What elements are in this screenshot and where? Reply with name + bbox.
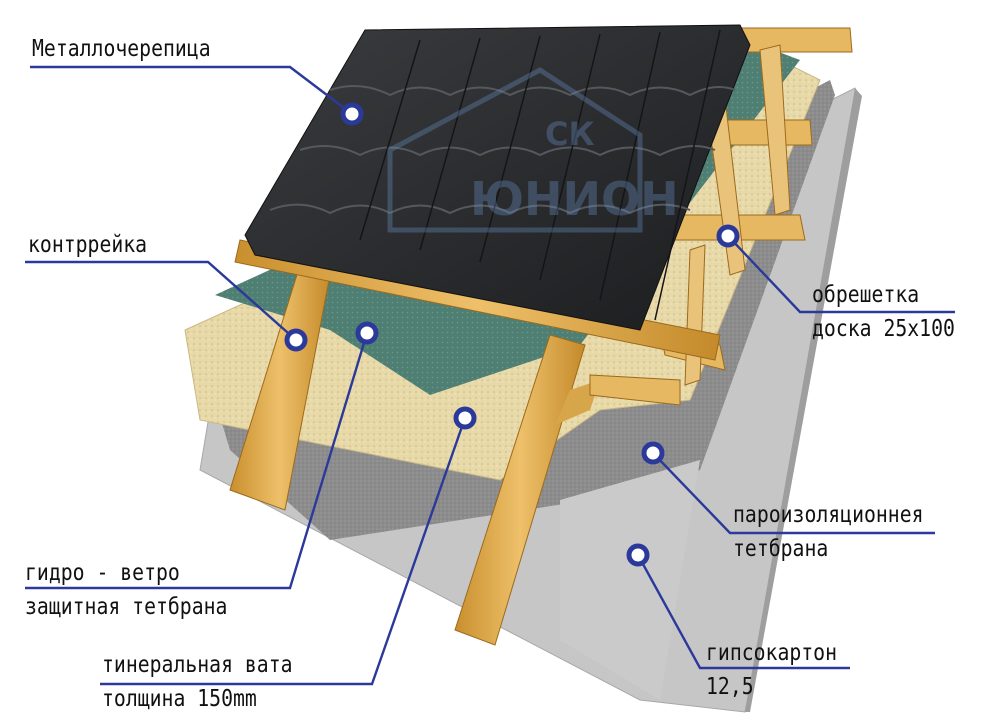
label-vapor-line1: пароизоляционнея (733, 502, 924, 528)
watermark-logo: СК ЮНИОН (387, 67, 679, 233)
watermark-line1: СК (545, 115, 595, 153)
rafter-2 (454, 334, 586, 646)
marker-counter-batten (284, 328, 308, 352)
label-wool-line1: тинеральная вата (102, 652, 293, 678)
label-metal-tile: Металлочерепица (32, 36, 211, 62)
label-vapor-line2: тетбрана (733, 536, 829, 562)
leader-counter-batten (25, 260, 297, 341)
marker-drywall (626, 543, 650, 567)
leader-drywall (636, 554, 850, 670)
leader-lines (25, 65, 955, 686)
label-lathing-line2: доска 25х100 (812, 316, 955, 342)
metal-tile-layer (244, 24, 751, 331)
label-wool-line2: толщина 150mm (102, 686, 257, 712)
label-wind-membrane-line1: гидро - ветро (25, 560, 180, 586)
marker-metal-tile (340, 102, 364, 126)
leader-wool (100, 417, 467, 686)
label-wind-membrane-line2: защитная тетбрана (25, 594, 228, 620)
label-lathing-line1: обрешетка (812, 282, 920, 308)
watermark-line2: ЮНИОН (470, 172, 679, 226)
leader-wind-membrane (25, 332, 369, 590)
marker-vapor (641, 441, 665, 465)
marker-wool (453, 406, 477, 430)
label-drywall-line1: гипсокартон (706, 640, 838, 666)
label-counter-batten: контррейка (28, 232, 148, 258)
leader-lathing (727, 235, 955, 314)
label-drywall-line2: 12,5 (706, 674, 754, 700)
leader-metal-tile (30, 65, 353, 115)
marker-wind-membrane (355, 321, 379, 345)
markers (284, 102, 740, 567)
marker-lathing (716, 224, 740, 248)
leader-vapor (652, 452, 935, 535)
